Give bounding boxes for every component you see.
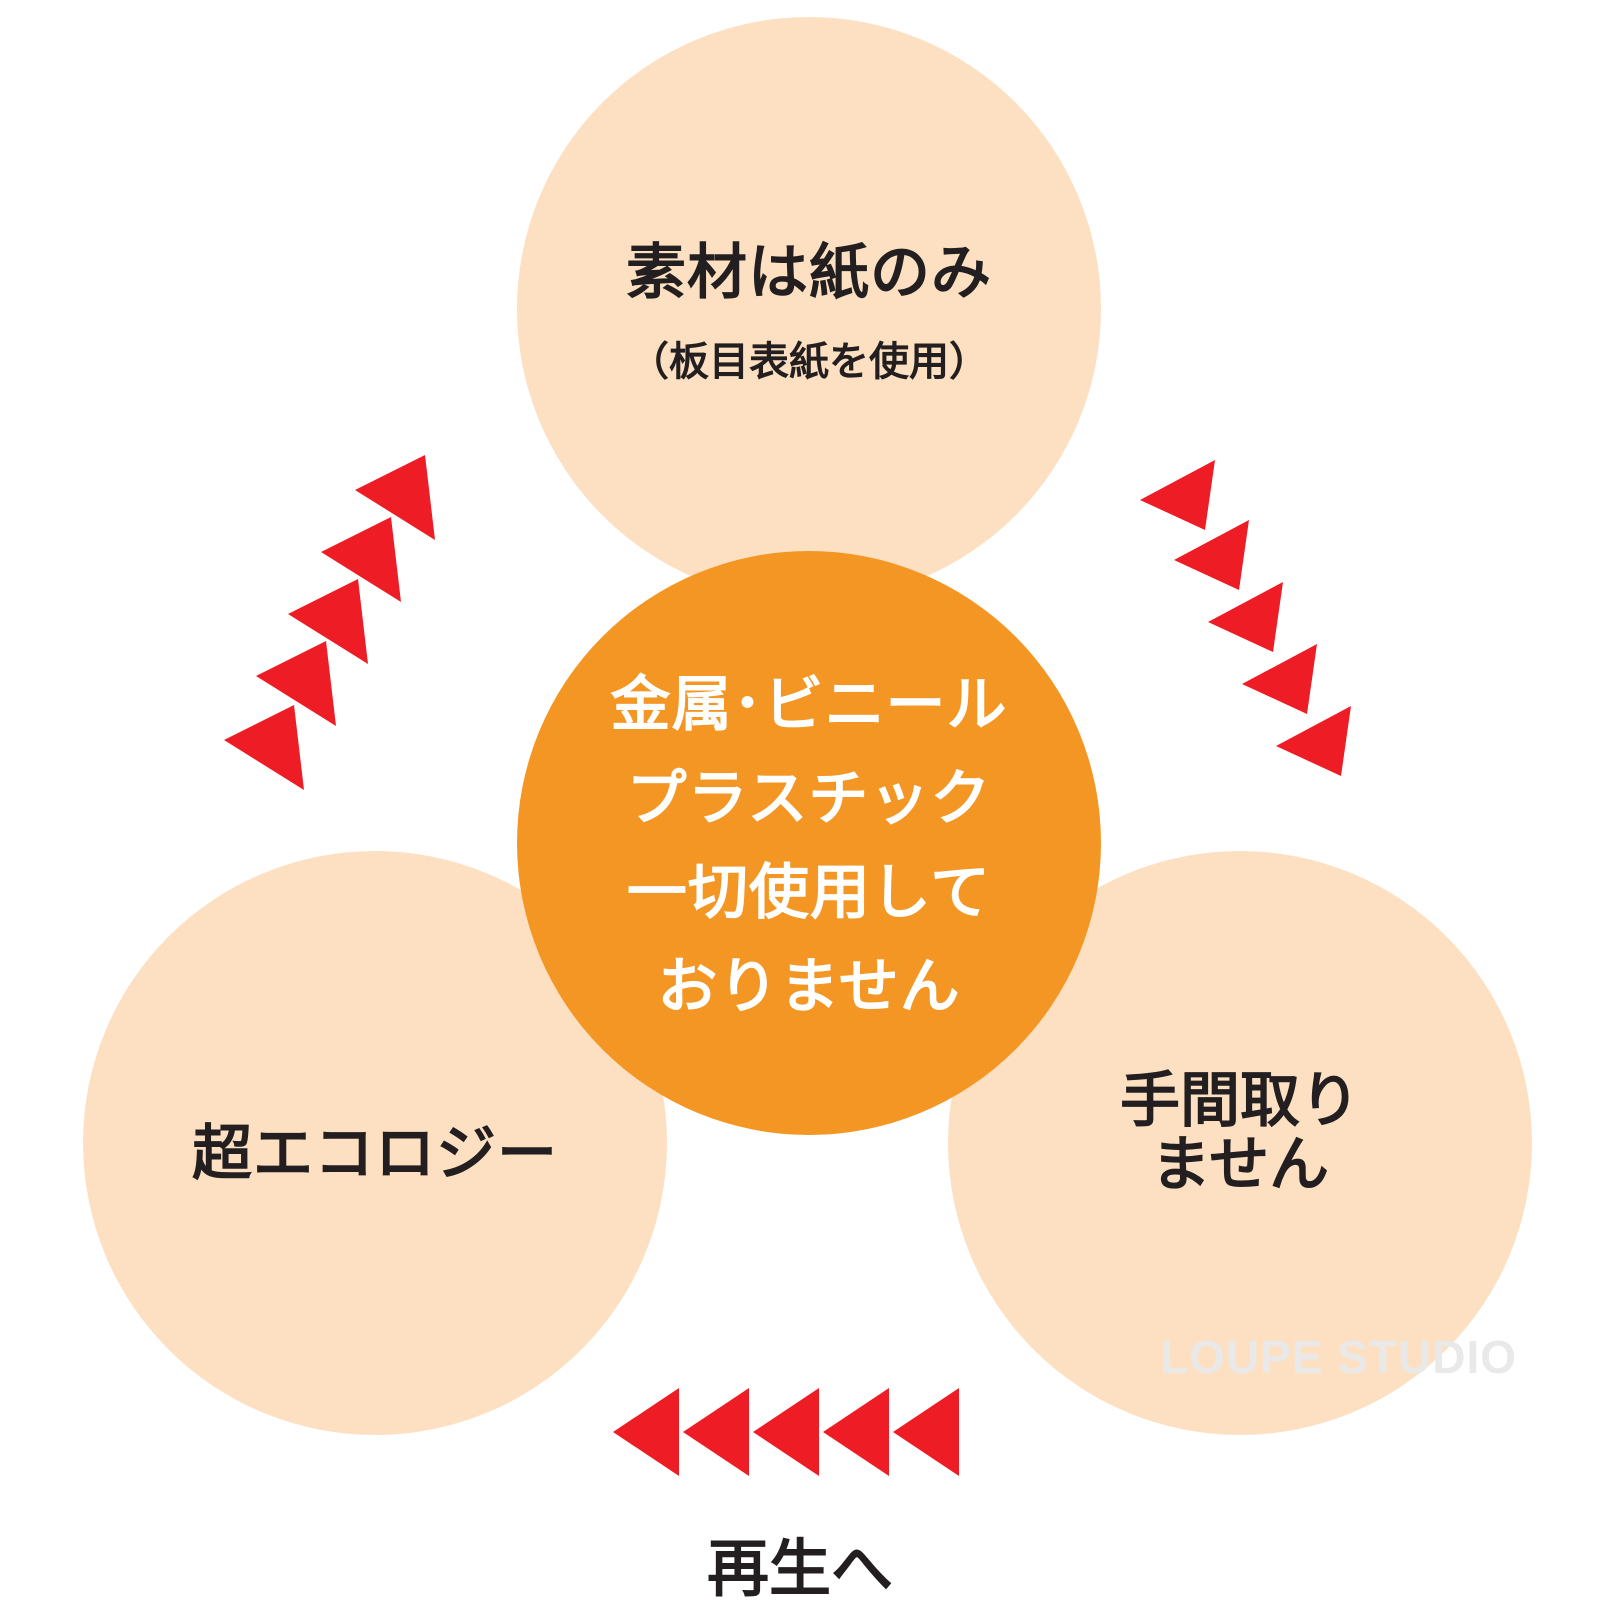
left-arrows: [224, 455, 435, 790]
right-circle-line-1: 手間取り: [1120, 1066, 1360, 1136]
center-circle-line-1: 金属･ビニール: [610, 670, 1008, 740]
arrow-triangle-icon: [1242, 644, 1317, 714]
arrow-triangle-icon: [1140, 460, 1215, 530]
center-circle-line-4: おりません: [657, 952, 961, 1022]
right-circle-line-2: ません: [1150, 1130, 1330, 1200]
arrow-triangle-icon: [683, 1388, 749, 1476]
top-circle: 素材は紙のみ （板目表紙を使用）: [517, 17, 1101, 601]
top-circle-title: 素材は紙のみ: [626, 237, 992, 308]
arrow-triangle-icon: [321, 517, 401, 602]
arrow-triangle-icon: [1208, 582, 1283, 652]
arrow-triangle-icon: [355, 455, 435, 540]
arrow-triangle-icon: [1276, 706, 1351, 776]
arrow-triangle-icon: [1174, 520, 1249, 590]
arrow-triangle-icon: [823, 1388, 889, 1476]
center-circle-line-3: 一切使用して: [626, 858, 992, 928]
right-arrows: [1140, 460, 1351, 776]
arrow-triangle-icon: [224, 705, 304, 790]
watermark-logo: LOUPE STUDIO: [1160, 1331, 1518, 1383]
arrow-triangle-icon: [893, 1388, 959, 1476]
arrow-triangle-icon: [753, 1388, 819, 1476]
arrow-triangle-icon: [288, 579, 368, 664]
bottom-caption: 再生へ: [706, 1532, 893, 1605]
top-circle-subtitle: （板目表紙を使用）: [629, 338, 989, 385]
arrow-triangle-icon: [256, 641, 336, 726]
center-circle: 金属･ビニール プラスチック 一切使用して おりません: [517, 551, 1101, 1135]
center-circle-line-2: プラスチック: [626, 764, 992, 834]
bottom-arrows: [613, 1388, 959, 1476]
arrow-triangle-icon: [613, 1388, 679, 1476]
left-circle-title: 超エコロジー: [192, 1118, 558, 1189]
